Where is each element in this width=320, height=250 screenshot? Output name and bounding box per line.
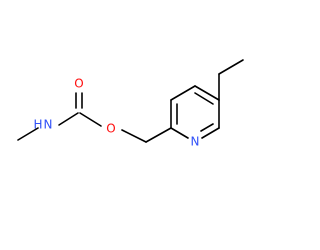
bond-ch2-ch2 bbox=[145, 127, 172, 143]
bond-ester-o-ch2 bbox=[121, 129, 147, 143]
bond-n-carbonyl bbox=[58, 112, 79, 126]
bond-methyl-n bbox=[17, 127, 39, 141]
bond-ring-c4-c5 bbox=[194, 85, 220, 101]
atom-amide-hydrogen: H bbox=[33, 118, 42, 132]
bonds bbox=[17, 59, 244, 143]
atom-labels: O O N H N bbox=[33, 77, 199, 149]
bond-ring-c6-n bbox=[201, 127, 220, 139]
atom-ester-oxygen: O bbox=[106, 122, 115, 136]
bond-ethyl-ch2-ch3 bbox=[218, 59, 244, 75]
bond-ring-n-c2 bbox=[170, 127, 189, 139]
atom-carbonyl-oxygen: O bbox=[74, 77, 83, 91]
molecule-diagram: O O N H N bbox=[17, 59, 244, 149]
structure-canvas: O O N H N bbox=[17, 59, 244, 149]
bond-ring-c3-c4 bbox=[170, 85, 196, 101]
bond-ring-c6-n-inner bbox=[200, 123, 214, 132]
atom-amide-nitrogen: N bbox=[44, 118, 53, 132]
bond-ring-c4-c5-inner bbox=[194, 92, 214, 105]
bond-carbonyl-ester-o bbox=[79, 112, 102, 127]
atom-ring-nitrogen: N bbox=[191, 135, 200, 149]
